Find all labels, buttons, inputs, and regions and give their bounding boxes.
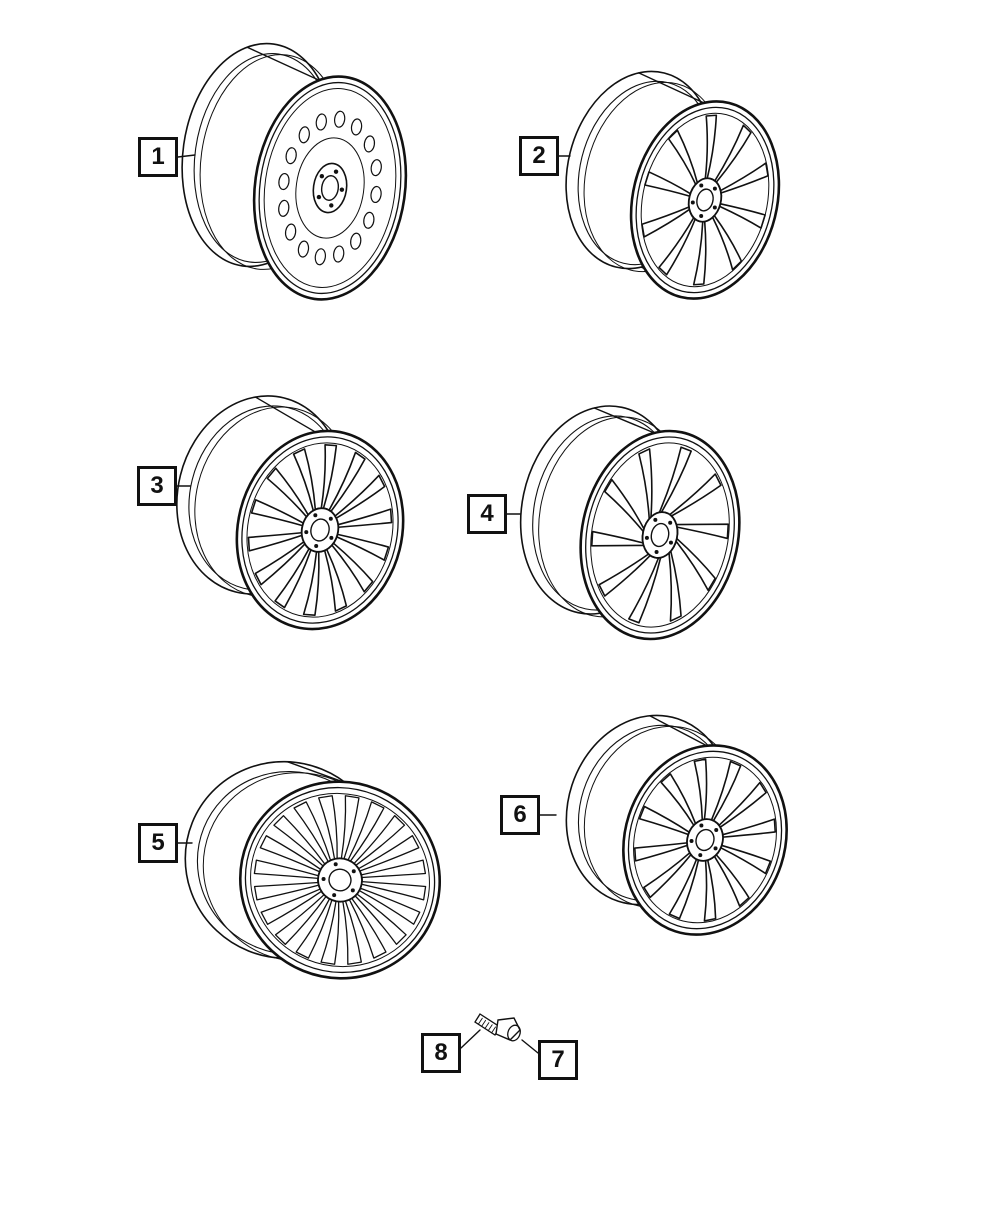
wheel-3[interactable] bbox=[156, 378, 424, 647]
callout-4[interactable]: 4 bbox=[467, 494, 507, 534]
leader-lines bbox=[176, 154, 571, 1054]
callout-1[interactable]: 1 bbox=[138, 137, 178, 177]
wheel-4[interactable] bbox=[502, 391, 758, 654]
wheel-1[interactable] bbox=[168, 34, 420, 310]
callout-2[interactable]: 2 bbox=[519, 136, 559, 176]
callout-6[interactable]: 6 bbox=[500, 795, 540, 835]
wheel-6[interactable] bbox=[542, 694, 811, 956]
callout-3[interactable]: 3 bbox=[137, 466, 177, 506]
lug-bolt[interactable] bbox=[474, 1013, 501, 1036]
wheel-5[interactable] bbox=[156, 732, 470, 1009]
callout-8[interactable]: 8 bbox=[421, 1033, 461, 1073]
wheel-2[interactable] bbox=[546, 56, 799, 315]
lug-nut[interactable] bbox=[495, 1017, 522, 1043]
callout-7[interactable]: 7 bbox=[538, 1040, 578, 1080]
callout-5[interactable]: 5 bbox=[138, 823, 178, 863]
